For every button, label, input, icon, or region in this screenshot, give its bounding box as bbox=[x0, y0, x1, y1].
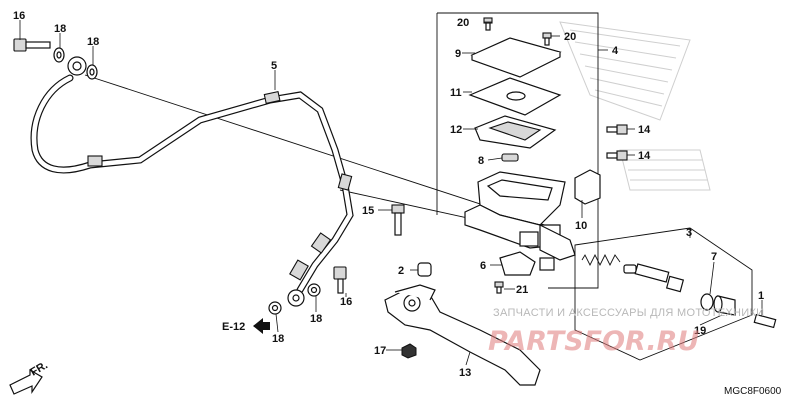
diaphragm-plate-11 bbox=[468, 77, 562, 116]
callout-18-lower-b: 18 bbox=[272, 333, 284, 345]
callout-9: 9 bbox=[455, 48, 461, 60]
diaphragm-12 bbox=[474, 115, 557, 149]
assembly-4-outline bbox=[436, 12, 599, 289]
holder-10 bbox=[574, 169, 601, 205]
diagram-code: MGC8F0600 bbox=[724, 386, 782, 397]
pivot-nut-17 bbox=[401, 343, 417, 359]
bolt-14-upper bbox=[606, 124, 628, 135]
oil-bolt-16-lower bbox=[333, 266, 347, 294]
watermark-tagline: ЗАПЧАСТИ И АКСЕССУАРЫ ДЛЯ МОТОТЕХНИКИ bbox=[493, 307, 764, 319]
callouts: 16 18 18 5 20 20 4 9 11 12 8 14 14 10 3 … bbox=[13, 10, 764, 379]
screw-20-left bbox=[483, 17, 493, 31]
callout-16-lower: 16 bbox=[340, 296, 352, 308]
callout-12: 12 bbox=[450, 124, 462, 136]
callout-1: 1 bbox=[758, 290, 764, 302]
callout-14-lower: 14 bbox=[638, 150, 651, 162]
clutch-hose bbox=[30, 74, 354, 307]
leader-lines bbox=[19, 20, 763, 366]
dust-cover-2 bbox=[417, 262, 432, 277]
callout-6: 6 bbox=[480, 260, 486, 272]
callout-20-right: 20 bbox=[564, 31, 576, 43]
callout-4: 4 bbox=[612, 45, 619, 57]
callout-13: 13 bbox=[459, 367, 471, 379]
callout-19: 19 bbox=[694, 325, 706, 337]
banjo-fitting-upper bbox=[67, 56, 87, 76]
sealing-washer-18-upper-b bbox=[86, 64, 98, 80]
clutch-switch-6 bbox=[499, 251, 555, 276]
callout-8: 8 bbox=[478, 155, 484, 167]
wing-logo-watermark bbox=[559, 21, 711, 191]
pivot-bolt-15 bbox=[391, 204, 405, 236]
circlip-7 bbox=[700, 293, 714, 311]
sealing-washer-18-lower-b bbox=[268, 301, 282, 315]
callout-7: 7 bbox=[711, 251, 717, 263]
reservoir-cap-9 bbox=[470, 37, 562, 78]
callout-14-upper: 14 bbox=[638, 124, 651, 136]
sealing-washer-18-lower-a bbox=[307, 283, 321, 297]
callout-18-lower-a: 18 bbox=[310, 313, 322, 325]
callout-17: 17 bbox=[374, 345, 386, 357]
callout-16-upper: 16 bbox=[13, 10, 25, 22]
fr-label: FR. bbox=[29, 359, 50, 378]
spring-set bbox=[581, 253, 621, 267]
callout-18-upper-a: 18 bbox=[54, 23, 66, 35]
callout-20-left: 20 bbox=[457, 17, 469, 29]
bolt-14-lower bbox=[606, 150, 628, 161]
float-8 bbox=[501, 153, 519, 162]
sealing-washer-18-upper-a bbox=[53, 47, 65, 63]
callout-15: 15 bbox=[362, 205, 374, 217]
callout-10: 10 bbox=[575, 220, 587, 232]
front-direction-arrow: FR. bbox=[9, 359, 50, 395]
watermark-brand: PARTSFOR.RU bbox=[488, 326, 699, 357]
reference-arrow-icon bbox=[253, 318, 270, 334]
oil-bolt-16-upper bbox=[13, 38, 51, 52]
piston bbox=[623, 263, 685, 293]
screw-20-right bbox=[542, 32, 552, 46]
callout-5: 5 bbox=[271, 60, 277, 72]
reference-e12: E-12 bbox=[222, 321, 245, 333]
master-cylinder-body bbox=[464, 171, 576, 261]
callout-18-upper-b: 18 bbox=[87, 36, 99, 48]
push-rod-1 bbox=[753, 313, 777, 329]
callout-3: 3 bbox=[686, 227, 692, 239]
boot-19 bbox=[713, 295, 736, 316]
callout-21: 21 bbox=[516, 284, 528, 296]
callout-2: 2 bbox=[398, 265, 404, 277]
clutch-lever-13 bbox=[384, 284, 541, 386]
screw-21 bbox=[494, 281, 504, 294]
callout-11: 11 bbox=[450, 87, 462, 99]
